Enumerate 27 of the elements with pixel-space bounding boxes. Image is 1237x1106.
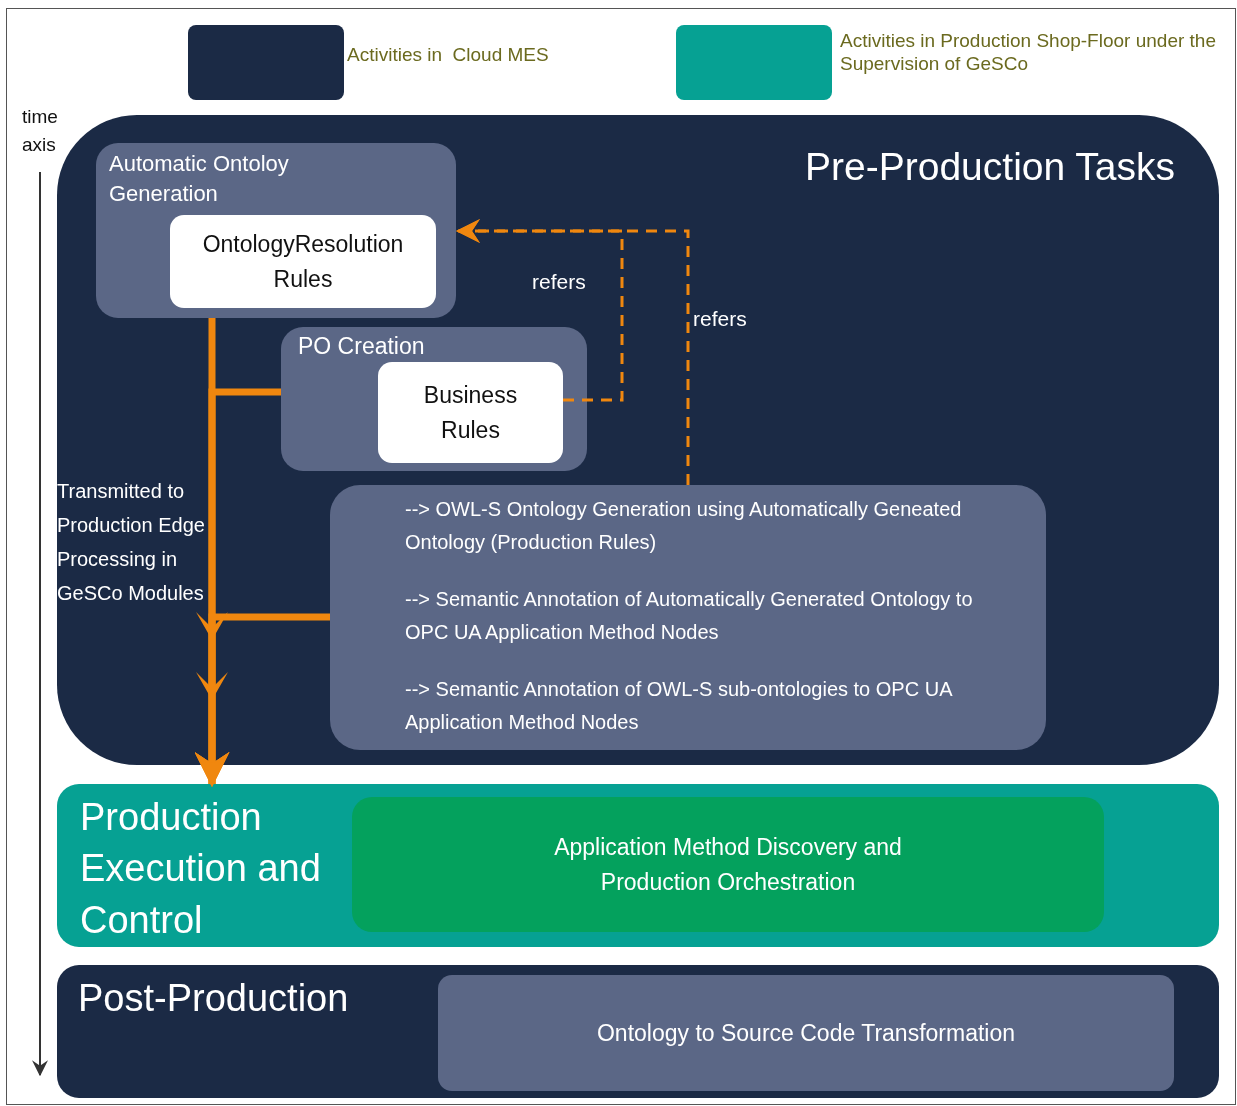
arrow: [194, 613, 330, 787]
panel-heading: Production Execution and Control: [80, 795, 322, 943]
task-heading: Automatic Ontoloy Generation: [109, 150, 290, 208]
task-item: --> Semantic Annotation of OWL-S sub-ontologies to OPC UA Application Method Nodes: [405, 677, 953, 735]
panel-heading: Post-Production: [78, 976, 349, 1021]
activity-box: [438, 975, 1174, 1091]
task-heading: PO Creation: [298, 332, 425, 361]
stage-panel: [57, 965, 1219, 1098]
stage-panel: [57, 115, 1219, 765]
rules-box: [170, 215, 436, 308]
task-box: [96, 143, 456, 318]
axis-label: time axis: [22, 105, 59, 157]
box-label: Business Rules: [422, 381, 519, 445]
dashed-arrow: [456, 219, 690, 485]
legend-label: Activities in Cloud MES: [347, 44, 550, 67]
stage-panel: [57, 784, 1219, 947]
task-box: [281, 327, 587, 471]
task-box: [330, 485, 1046, 750]
panel-heading: Pre-Production Tasks: [805, 144, 1175, 190]
legend-label: Activities in Production Shop-Floor under the Supervision of GeSCo: [840, 30, 1217, 76]
rules-box: [378, 362, 563, 463]
task-item: --> OWL-S Ontology Generation using Automatically Geneated Ontology (Production Rules): [405, 497, 963, 555]
task-item: --> Semantic Annotation of Automatically Generated Ontology to OPC UA Application Method Nodes: [405, 587, 974, 645]
box-label: Ontology to Source Code Transformation: [596, 1018, 1016, 1048]
box-label: OntologyResolution Rules: [201, 230, 405, 294]
activity-box: [352, 797, 1104, 932]
box-label: Application Method Discovery and Production Orchestration: [553, 833, 903, 897]
